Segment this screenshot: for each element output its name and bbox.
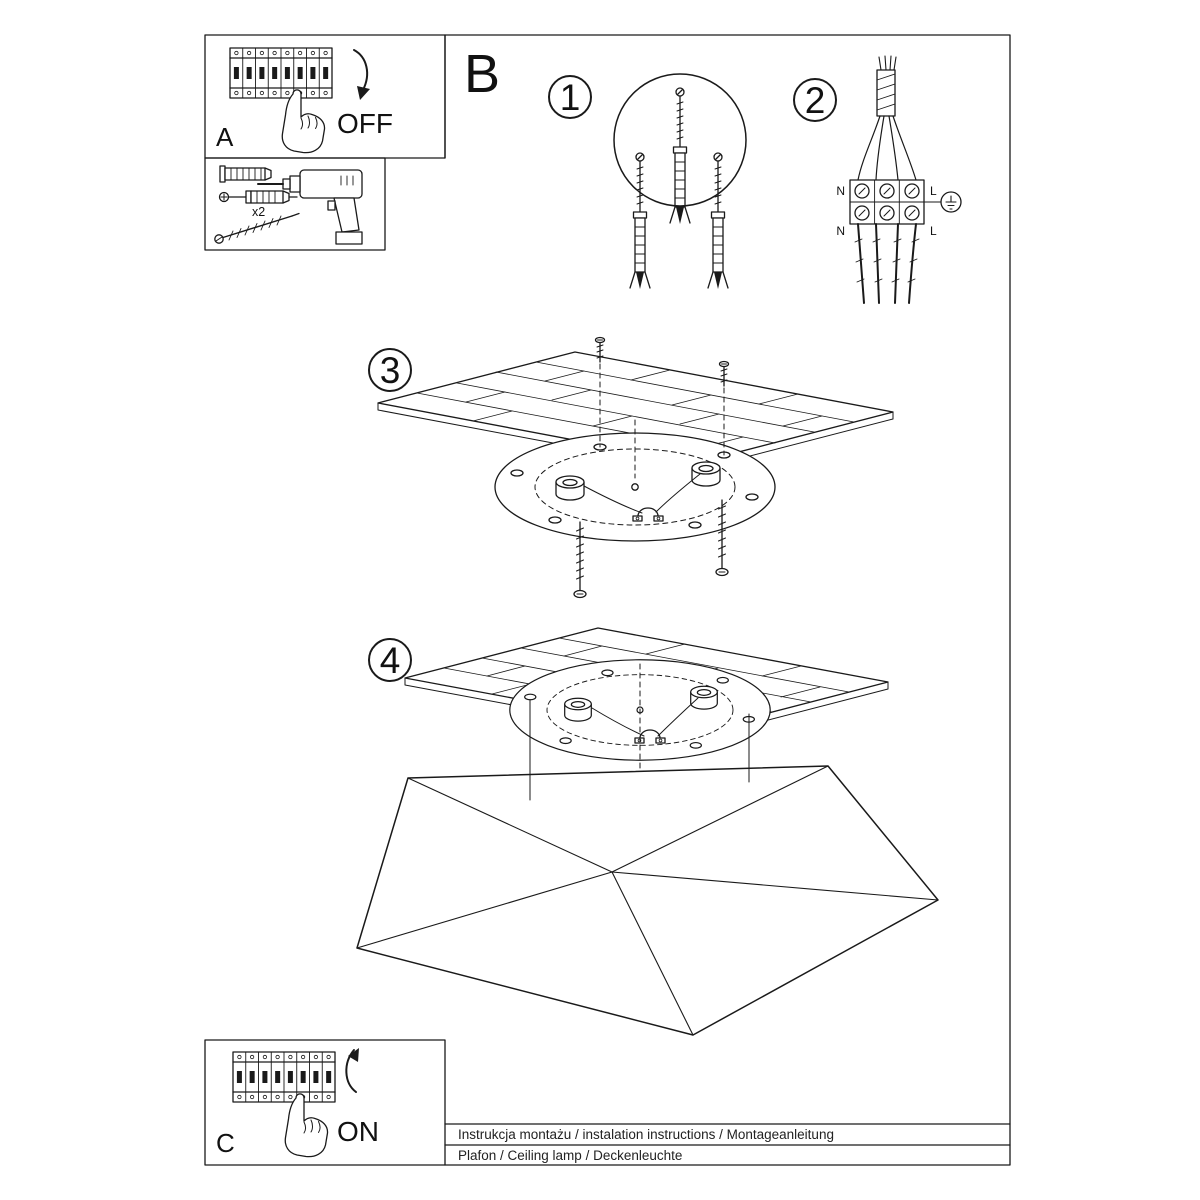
step-4-badge — [368, 638, 412, 682]
arrow-up-icon — [345, 1047, 360, 1093]
footer-product-name: Plafon / Ceiling lamp / Deckenleuchte — [458, 1148, 682, 1163]
circuit-breaker-icon — [229, 47, 333, 99]
step-2-badge — [793, 78, 837, 122]
footer-divider-lines — [444, 1123, 1011, 1146]
terminal-label-l-bottom: L — [930, 224, 937, 238]
lamp-socket — [564, 697, 592, 722]
wall-plug-anchor-icon — [707, 152, 729, 290]
power-on-label: ON — [337, 1116, 379, 1147]
step-1-diagram — [548, 73, 747, 290]
hand-pressing-icon — [284, 1093, 329, 1158]
footer-instructions-title: Instrukcja montażu / instalation instruc… — [458, 1127, 834, 1142]
step-2-diagram — [793, 55, 962, 304]
tools-box — [214, 165, 363, 245]
section-a-label: A — [216, 122, 234, 152]
step-4-number: 4 — [380, 640, 401, 681]
alignment-guides — [599, 363, 725, 456]
terminal-label-n-top: N — [836, 184, 845, 198]
step-3-badge — [368, 348, 412, 392]
terminal-block — [849, 179, 925, 225]
wall-plug-with-screw-icon — [218, 190, 298, 204]
step-2-number: 2 — [805, 80, 826, 121]
circuit-breaker-icon — [232, 1051, 336, 1103]
hand-pressing-icon — [281, 89, 326, 154]
screw-icon — [214, 212, 300, 244]
box-c-border — [204, 1039, 446, 1166]
dowel-quantity-label: x2 — [252, 205, 265, 219]
step-4-diagram — [356, 627, 939, 1036]
power-off-label: OFF — [337, 108, 393, 139]
output-wires — [854, 223, 920, 304]
section-c-label: C — [216, 1128, 235, 1158]
lamp-socket — [691, 461, 721, 487]
lamp-socket — [690, 685, 718, 710]
arrow-down-icon — [353, 49, 371, 101]
wall-plug-anchor-icon — [669, 87, 691, 225]
wall-plug-icon — [219, 165, 272, 183]
plate-wires — [583, 473, 701, 514]
hexagonal-lampshade — [356, 765, 939, 1036]
box-b-border — [444, 34, 1011, 1166]
mounting-screw-guides — [529, 699, 750, 801]
section-borders — [204, 34, 1011, 1166]
plate-wires — [591, 697, 699, 737]
terminal-label-n-bottom: N — [836, 224, 845, 238]
wall-plug-anchor-icon — [629, 152, 651, 290]
terminal-label-l-top: L — [930, 184, 937, 198]
step-1-badge — [548, 75, 592, 119]
box-tools-border — [204, 157, 386, 251]
step-3-number: 3 — [380, 350, 401, 391]
step-1-number: 1 — [560, 77, 581, 118]
ground-symbol-icon — [923, 191, 962, 213]
detail-circle — [613, 73, 747, 207]
section-b-label: B — [464, 44, 500, 104]
drill-icon — [257, 169, 363, 245]
power-cable — [857, 55, 917, 181]
step-3-diagram — [368, 336, 894, 599]
lamp-socket — [555, 475, 585, 501]
